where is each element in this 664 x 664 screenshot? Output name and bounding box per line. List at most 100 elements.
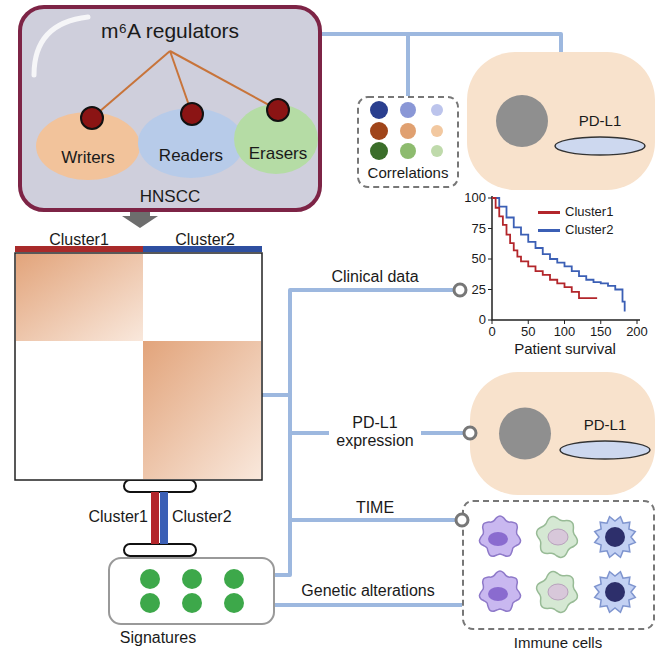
node-label: Cluster1 xyxy=(49,231,109,249)
regulator-link xyxy=(170,51,192,114)
correlation-dot xyxy=(370,101,388,119)
legend-swatch xyxy=(538,229,560,232)
legend-text: Cluster1 xyxy=(565,205,613,220)
tick xyxy=(488,198,492,199)
regulator-dot xyxy=(81,107,103,129)
label-slot: 100 xyxy=(450,190,486,206)
tick-label: 200 xyxy=(626,325,648,340)
node-label: PD-L1 xyxy=(584,416,627,433)
signature-dot xyxy=(182,593,202,613)
node-label: Writers xyxy=(61,148,115,168)
text-slot: Writers xyxy=(38,148,138,168)
node-label: Signatures xyxy=(120,629,197,647)
label-slot: 25 xyxy=(450,282,486,298)
cluster-label: Cluster1 xyxy=(88,508,148,526)
edge-label-slot: PD-L1 expression xyxy=(329,414,421,451)
correlation-dot xyxy=(400,143,416,159)
cell-membrane xyxy=(20,7,320,210)
correlation-dot xyxy=(400,123,416,139)
immune-cell xyxy=(595,517,636,558)
readers-ellipse: Readers xyxy=(138,108,244,178)
immune-cell xyxy=(595,572,636,613)
immune-cell xyxy=(479,516,520,556)
cell-nucleus xyxy=(605,527,625,547)
signature-dot xyxy=(224,593,244,613)
node-shape xyxy=(138,108,244,178)
cell-nucleus xyxy=(499,408,551,460)
survival-curve xyxy=(492,198,625,311)
tick xyxy=(488,228,492,229)
node-label: m⁶A regulators xyxy=(101,19,239,43)
tick xyxy=(492,320,493,324)
tick xyxy=(600,320,601,324)
correlation-panel: Correlations xyxy=(357,96,459,188)
signature-dot xyxy=(140,593,160,613)
label-slot: 100 xyxy=(547,324,583,340)
immune-cell xyxy=(537,572,578,613)
heatmap-frame xyxy=(15,253,262,480)
immune-cell xyxy=(537,517,578,558)
edge-label-slot: Clinical data xyxy=(300,268,450,286)
text-slot: HNSCC xyxy=(110,187,230,207)
label-slot: 0 xyxy=(474,324,510,340)
correlation-dot xyxy=(400,102,416,118)
connector-line xyxy=(322,34,561,52)
label-slot: 50 xyxy=(450,251,486,267)
tick-label: 150 xyxy=(590,325,612,340)
node-shape xyxy=(470,372,655,495)
edge-label: TIME xyxy=(353,499,397,517)
connector-line xyxy=(262,290,460,395)
correlation-dot xyxy=(370,142,388,160)
erasers-ellipse: Erasers xyxy=(234,104,318,174)
correlation-dot xyxy=(431,145,443,157)
cell-body xyxy=(470,372,655,495)
node-label: Patient survival xyxy=(514,340,616,357)
legend-item: Cluster1 xyxy=(538,204,613,220)
tick-label: 25 xyxy=(472,283,486,298)
node-shape xyxy=(234,104,318,174)
regulator-dot xyxy=(267,99,289,121)
node-shape xyxy=(467,52,655,190)
ring-terminal xyxy=(454,284,466,296)
edge-label: Genetic alterations xyxy=(298,582,437,600)
pd-l1-protein xyxy=(555,137,645,155)
text-slot: Cluster1 xyxy=(24,231,134,249)
node-label: Correlations xyxy=(368,164,449,181)
tumor-cell: PD-L1 xyxy=(467,52,655,190)
text-slot: PD-L1 xyxy=(550,112,650,129)
cell-nucleus xyxy=(548,584,568,600)
regulator-link xyxy=(170,51,278,110)
node-label: Readers xyxy=(159,146,223,166)
cell-nucleus xyxy=(548,529,568,545)
cell-outline: m⁶A regulatorsHNSCC Writers Readers Erasers xyxy=(18,5,322,212)
legend-item: Cluster2 xyxy=(538,222,613,238)
connector-line xyxy=(322,34,408,96)
label-slot: 0 xyxy=(450,312,486,328)
node-label: Erasers xyxy=(249,144,308,164)
node-shape xyxy=(462,500,655,630)
signature-box: Signatures xyxy=(108,557,275,625)
edge-label-slot: TIME xyxy=(335,499,415,517)
cluster-pill xyxy=(124,480,196,492)
text-slot: Immune cells xyxy=(463,634,653,651)
text-slot: m⁶A regulators xyxy=(35,19,305,43)
text-slot: Correlations xyxy=(358,164,458,181)
tick-label: 75 xyxy=(472,222,486,237)
regulator-group xyxy=(36,112,140,180)
tick-label: 100 xyxy=(554,325,576,340)
pd-l1-protein xyxy=(560,441,650,459)
node-shape xyxy=(15,228,262,480)
label-slot: 150 xyxy=(583,324,619,340)
tick xyxy=(488,259,492,260)
cluster-bar xyxy=(151,492,159,544)
text-slot: PD-L1 xyxy=(555,416,655,433)
tick xyxy=(564,320,565,324)
tick xyxy=(488,289,492,290)
connector-line xyxy=(262,395,290,575)
ring-terminal xyxy=(464,427,476,439)
cell-nucleus xyxy=(496,95,548,147)
membrane-highlight xyxy=(34,17,88,75)
ring-terminal xyxy=(456,514,468,526)
node-shape xyxy=(36,112,140,180)
label-slot: 50 xyxy=(510,324,546,340)
